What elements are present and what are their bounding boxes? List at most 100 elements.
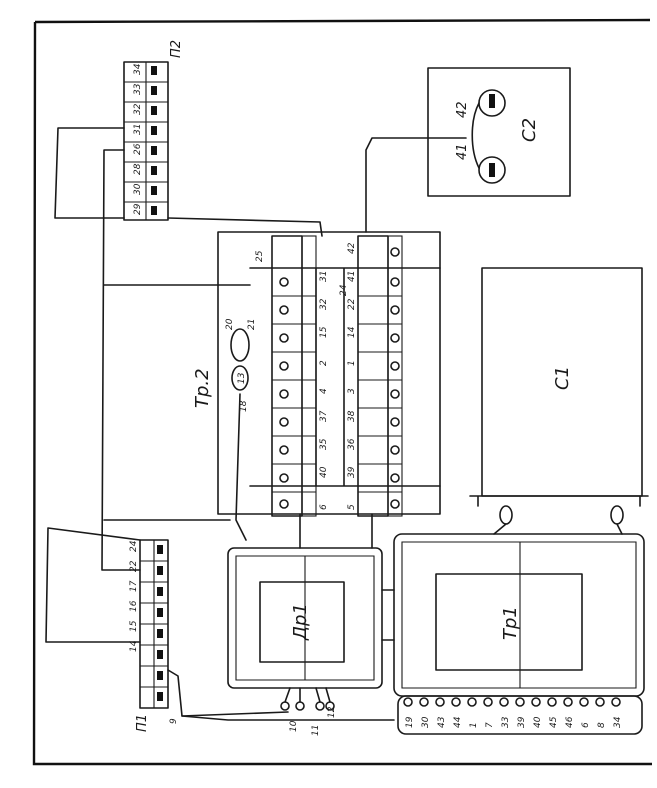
p2-cell-7: 33 <box>133 83 143 95</box>
tr1-term-2: 30 <box>421 716 431 728</box>
tr2-upper-cells <box>272 267 316 509</box>
label-w18: 18 <box>239 400 249 412</box>
tr2-upper-3: 35 <box>319 438 329 450</box>
tr2-upper-row <box>271 235 303 517</box>
c2-box <box>427 67 571 197</box>
tr2-lower-cells <box>358 247 402 509</box>
label-w41: 41 <box>455 143 470 160</box>
wire-tr2-dr1 <box>299 513 373 549</box>
tr2-lower-2: 39 <box>347 466 357 478</box>
outer-frame <box>32 18 652 766</box>
tr2-lower-1: 5 <box>347 504 357 510</box>
label-w12: 12 <box>327 706 337 718</box>
wire-bottom-run <box>181 715 395 721</box>
wire-c1-tr1 <box>493 523 623 535</box>
wire-left-loop <box>54 127 125 219</box>
p2-cell-4: 26 <box>133 143 143 155</box>
p2-cell-2: 30 <box>133 183 143 195</box>
dr1-inner <box>235 555 375 681</box>
tr2-fuse <box>230 328 250 362</box>
wire-dr1-tr1 <box>381 589 395 641</box>
tr1-terminals <box>403 697 621 707</box>
wire-tr2-fuse <box>235 393 247 541</box>
tr1-term-7: 33 <box>501 716 511 728</box>
label-w13: 13 <box>237 372 247 384</box>
tr2-upper-5: 4 <box>319 388 329 394</box>
tr2-fuse-2 <box>231 365 249 391</box>
wire-top-bus <box>103 284 251 521</box>
tr1-core <box>435 573 583 671</box>
label-w20: 20 <box>225 318 235 330</box>
tr1-term-12: 6 <box>581 722 591 728</box>
tr1-term-4: 44 <box>453 716 463 728</box>
label-w42: 42 <box>455 101 470 118</box>
tr1-term-5: 1 <box>469 722 479 728</box>
tr2-frame <box>217 231 441 515</box>
label-p2: П2 <box>169 40 184 58</box>
label-w21: 21 <box>247 319 257 330</box>
tr2-lower-9: 41 <box>347 271 357 282</box>
dr1-outer <box>227 547 383 689</box>
tr1-term-3: 43 <box>437 716 447 728</box>
p1-cell-2: 15 <box>129 620 139 632</box>
tr2-upper-6: 2 <box>319 360 329 366</box>
wire-p1-dr1 <box>167 669 289 717</box>
wire-left-bus <box>101 149 141 571</box>
tr1-term-9: 40 <box>533 716 543 728</box>
strip-p1-cells <box>140 545 168 701</box>
tr2-upper-2: 40 <box>319 466 329 478</box>
tr2-lower-10: 42 <box>347 242 357 254</box>
label-w10: 10 <box>289 720 299 732</box>
c2-lamp-top-core <box>489 94 495 108</box>
label-c2: С2 <box>519 118 540 142</box>
tr1-term-1: 19 <box>405 716 415 728</box>
p1-cell-3: 16 <box>129 600 139 612</box>
tr2-lower-6: 1 <box>347 360 357 366</box>
tr2-upper-8: 32 <box>319 298 329 310</box>
tr1-terminal-board <box>397 695 643 735</box>
tr1-term-11: 46 <box>565 716 575 728</box>
p1-cell-6: 24 <box>129 540 139 552</box>
p2-cell-3: 28 <box>133 163 143 175</box>
dr1-core <box>259 581 345 663</box>
p1-cell-5: 22 <box>129 560 139 572</box>
p2-cell-8: 34 <box>133 63 143 75</box>
label-p1: П1 <box>135 714 150 732</box>
tr1-term-8: 39 <box>517 716 527 728</box>
wire-tr2-top <box>167 217 323 237</box>
label-w24: 24 <box>339 284 349 296</box>
c1-terminal-right <box>610 505 624 525</box>
label-w25: 25 <box>255 250 265 262</box>
p1-cell-4: 17 <box>129 580 139 592</box>
c2-lamp-bottom <box>478 156 506 184</box>
tr2-upper-7: 15 <box>319 326 329 338</box>
c1-base <box>469 495 649 507</box>
label-w11: 11 <box>311 725 321 736</box>
c1-terminal-left <box>499 505 513 525</box>
c2-lamp-link <box>471 102 480 169</box>
tr2-lower-4: 38 <box>347 410 357 422</box>
tr2-lower-row <box>357 235 389 517</box>
tr1-term-13: 8 <box>597 722 607 728</box>
tr2-lower-8: 22 <box>347 298 357 310</box>
tr2-lower-7: 14 <box>347 326 357 338</box>
p2-cell-1: 29 <box>133 203 143 215</box>
p1-cell-1: 14 <box>129 640 139 652</box>
label-tr2: Тр.2 <box>192 368 213 408</box>
strip-p2-cells <box>124 66 168 215</box>
tr2-rails <box>249 267 441 487</box>
tr1-term-14: 34 <box>613 716 623 728</box>
tr2-upper-4: 37 <box>319 410 329 422</box>
label-dr1: Др1 <box>290 603 311 641</box>
p2-cell-5: 31 <box>133 124 143 135</box>
dr1-leads <box>284 687 331 703</box>
tr2-lower-3: 36 <box>347 438 357 450</box>
tr2-lower-5: 3 <box>347 388 357 394</box>
tr2-upper-1: 6 <box>319 504 329 510</box>
p2-cell-6: 32 <box>133 103 143 115</box>
label-c1: С1 <box>552 366 573 390</box>
c2-lamp-bottom-core <box>489 163 495 177</box>
tr2-upper-9: 31 <box>319 271 329 282</box>
wire-c2-tr2 <box>365 137 467 233</box>
